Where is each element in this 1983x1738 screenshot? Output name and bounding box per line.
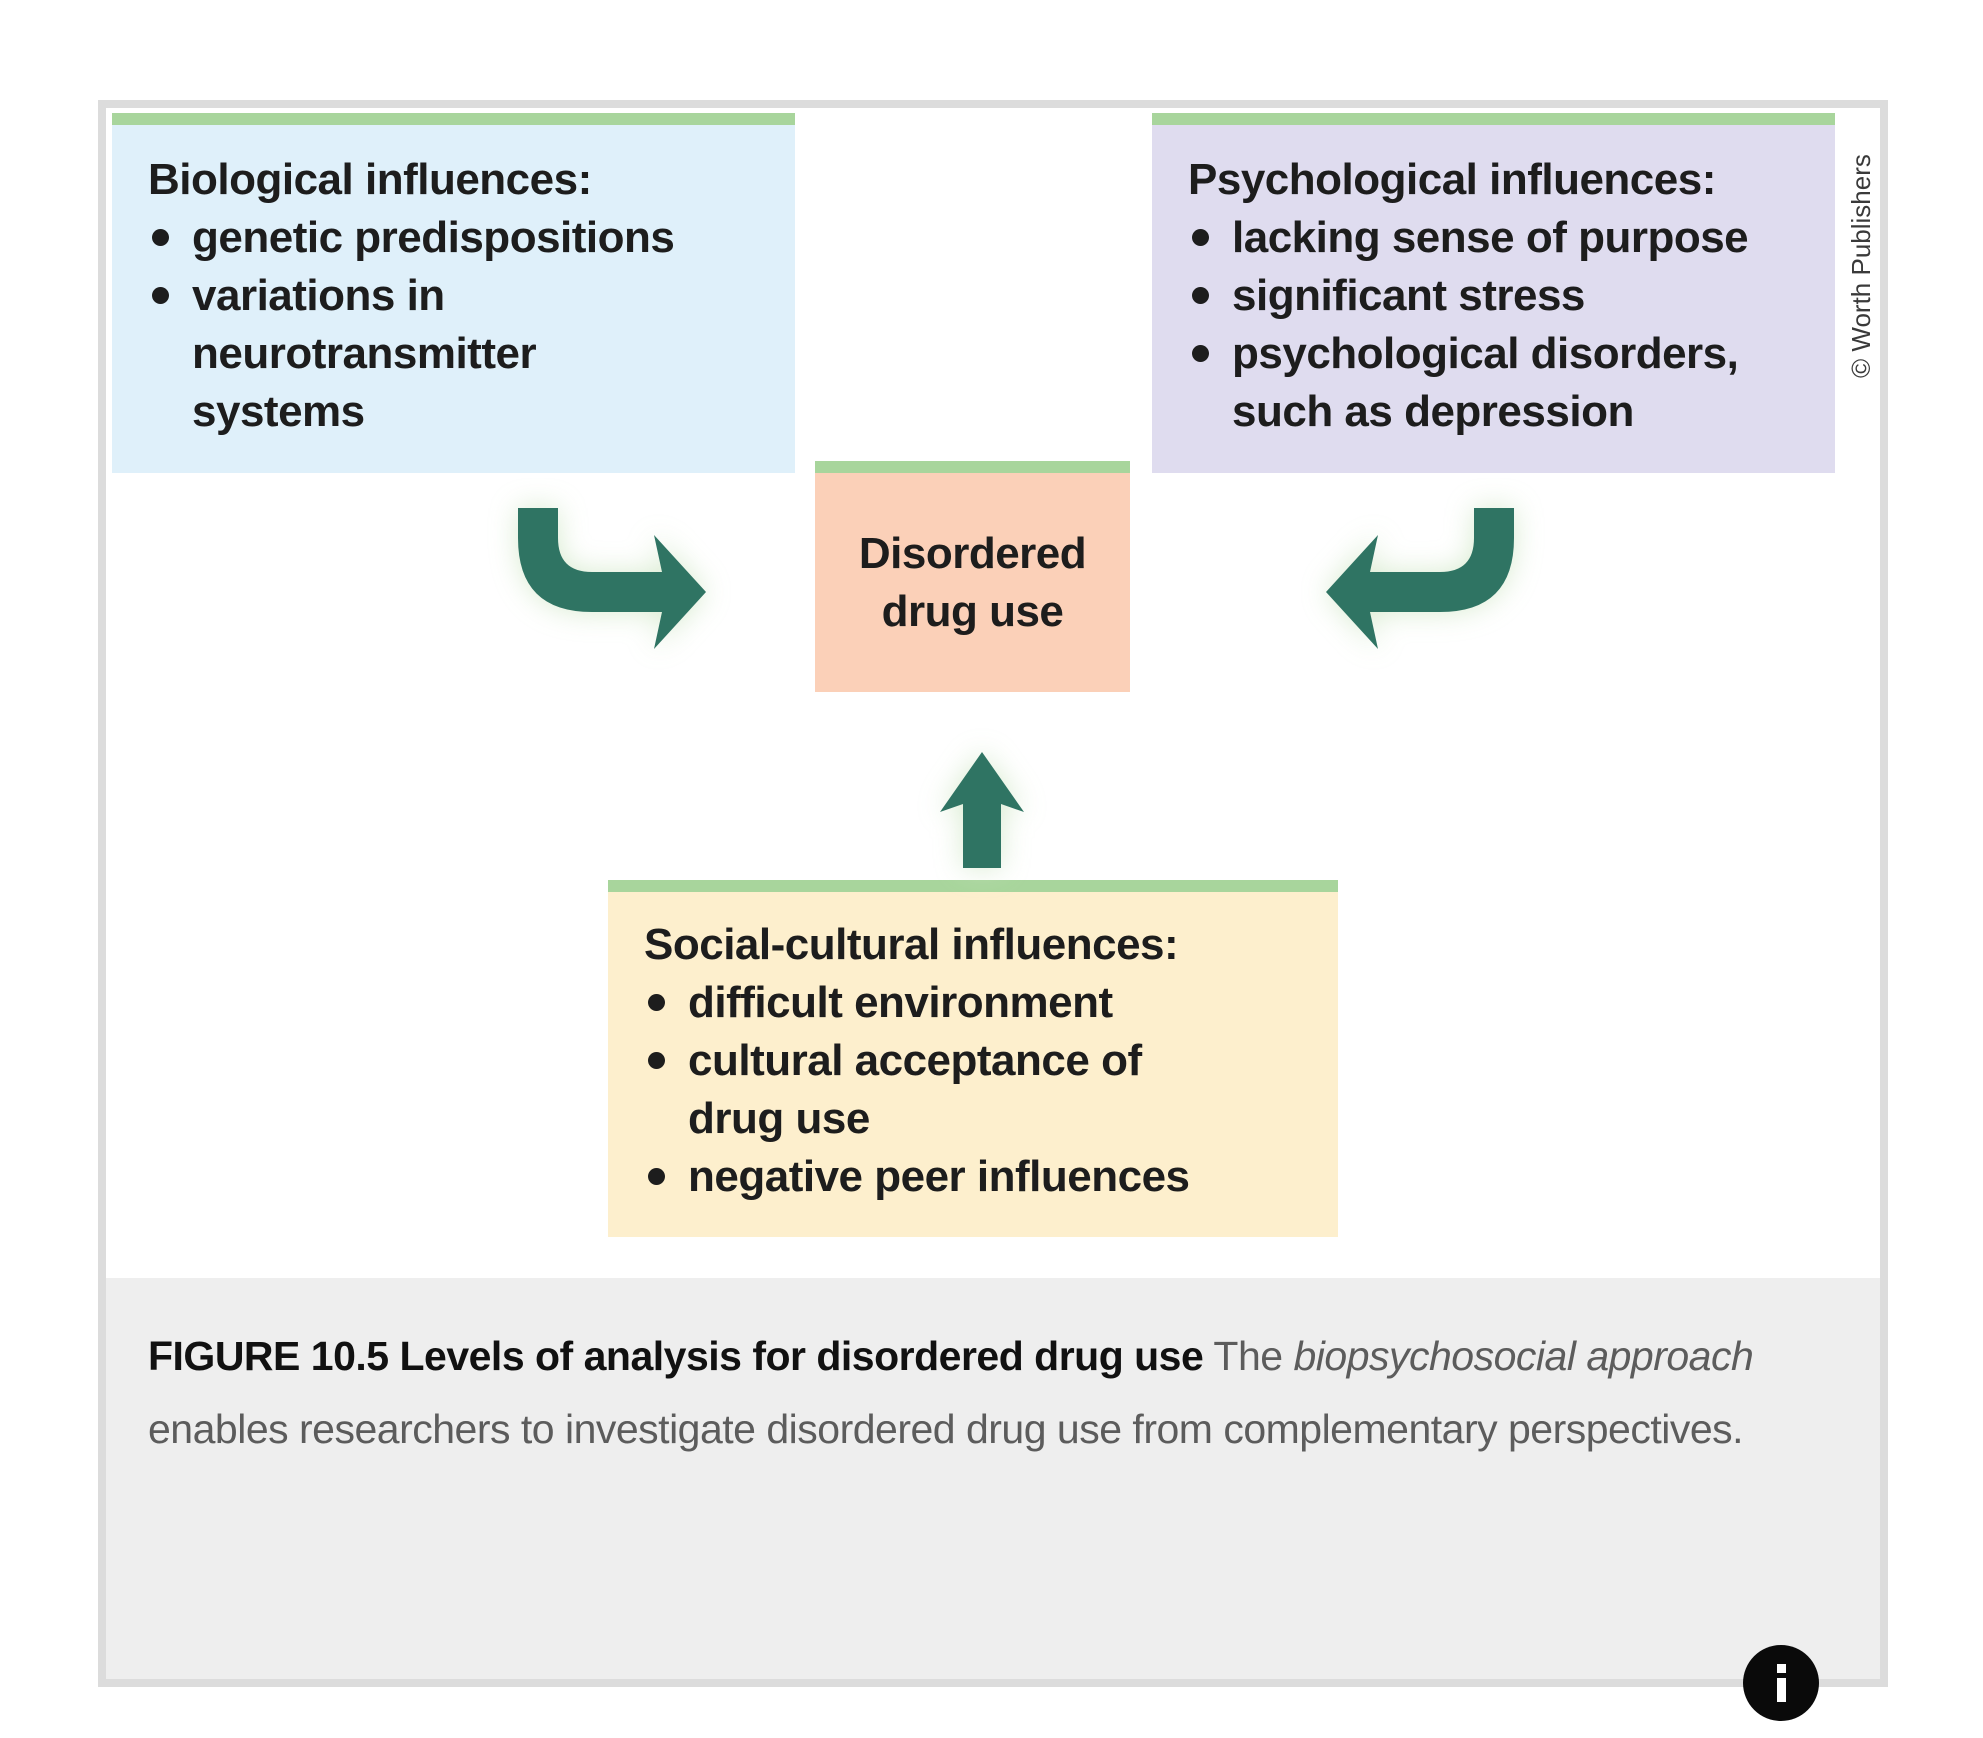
bullet-icon (648, 1168, 665, 1185)
bullet-icon (648, 994, 665, 1011)
bullet-icon (1192, 345, 1209, 362)
bullet-icon (648, 1052, 665, 1069)
diagram-area: Biological influences: genetic predispos… (106, 108, 1880, 1278)
box-header-bar (112, 113, 795, 125)
arrow-psychological-to-center-icon (1326, 508, 1514, 649)
box-header-bar (1152, 113, 1835, 125)
arrow-biological-to-center-icon (518, 508, 706, 649)
social-cultural-influences-box: Social-cultural influences: difficult en… (608, 880, 1338, 1237)
arrow-social-to-center-icon (940, 752, 1024, 868)
psychological-list: lacking sense of purpose significant str… (1188, 209, 1835, 441)
box-header-bar (608, 880, 1338, 892)
disordered-drug-use-box: Disordered drug use (815, 461, 1130, 692)
bullet-icon (152, 229, 169, 246)
info-button[interactable] (1743, 1645, 1819, 1721)
social-title: Social-cultural influences: (644, 920, 1179, 969)
figure-frame: Biological influences: genetic predispos… (98, 100, 1888, 1721)
caption-text: enables researchers to investigate disor… (148, 1406, 1744, 1452)
copyright-credit: © Worth Publishers (1846, 154, 1876, 378)
list-item: genetic predispositions (148, 209, 795, 267)
caption-text: The (1203, 1333, 1294, 1379)
social-list: difficult environment cultural acceptanc… (644, 974, 1338, 1206)
list-item: psychological disorders, such as depress… (1188, 325, 1752, 441)
center-label: Disordered drug use (858, 528, 1087, 636)
bullet-icon (1192, 287, 1209, 304)
list-item: variations in neurotransmitter systems (148, 267, 712, 441)
caption-emphasis: biopsychosocial approach (1293, 1333, 1754, 1379)
biological-influences-box: Biological influences: genetic predispos… (112, 113, 795, 473)
bullet-icon (152, 287, 169, 304)
list-item: lacking sense of purpose (1188, 209, 1835, 267)
biological-title: Biological influences: (148, 155, 592, 204)
list-item: negative peer influences (644, 1148, 1338, 1206)
caption-label: FIGURE 10.5 Levels of analysis for disor… (148, 1333, 1204, 1379)
list-item: difficult environment (644, 974, 1338, 1032)
caption-area: FIGURE 10.5 Levels of analysis for disor… (106, 1278, 1880, 1721)
psychological-influences-box: Psychological influences: lacking sense … (1152, 113, 1835, 473)
list-item: cultural acceptance of drug use (644, 1032, 1168, 1148)
bullet-icon (1192, 229, 1209, 246)
biological-list: genetic predispositions variations in ne… (148, 209, 795, 441)
list-item: significant stress (1188, 267, 1835, 325)
figure-caption: FIGURE 10.5 Levels of analysis for disor… (148, 1320, 1828, 1466)
box-header-bar (815, 461, 1130, 473)
psychological-title: Psychological influences: (1188, 155, 1716, 204)
